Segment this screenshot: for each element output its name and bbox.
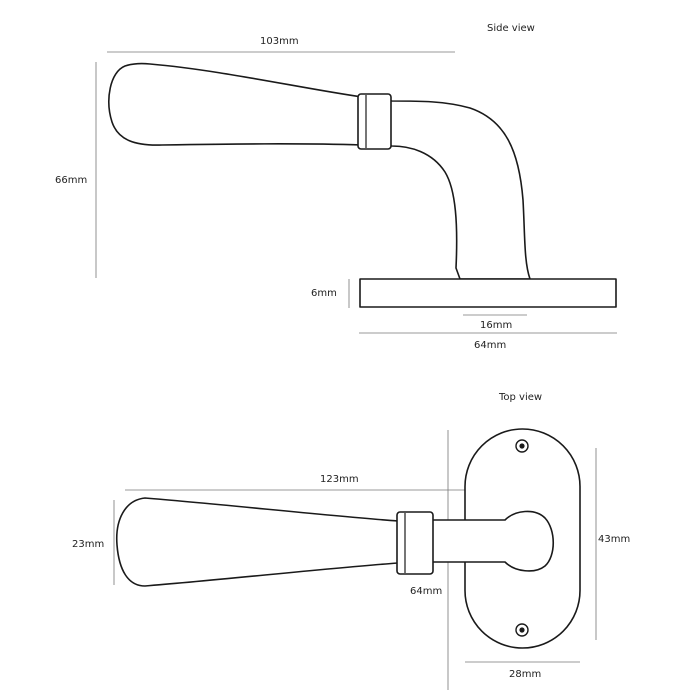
- plate-width-label: 28mm: [509, 669, 541, 680]
- top-lever-handle: [429, 510, 555, 572]
- bottom-screw: [515, 623, 529, 637]
- rose-thickness-label: 6mm: [311, 288, 337, 299]
- top-screw: [515, 439, 529, 453]
- side-collar: [357, 93, 392, 150]
- side-rose-plate: [359, 278, 617, 308]
- lever-width-label: 23mm: [72, 539, 104, 550]
- top-view-title: Top view: [498, 392, 542, 403]
- top-length-label: 123mm: [320, 474, 359, 485]
- side-view: Side view 103mm 66mm 6mm 16mm 64mm: [55, 23, 617, 351]
- plate-height-label: 43mm: [598, 534, 630, 545]
- top-collar: [396, 511, 434, 575]
- top-view: Top view 123mm 23mm 64mm 43mm 28mm: [72, 392, 630, 690]
- side-length-label: 103mm: [260, 36, 299, 47]
- plate-length-label: 64mm: [410, 586, 442, 597]
- side-lever-handle: [108, 62, 531, 280]
- top-lever-arm: [115, 497, 399, 587]
- rose-length-label: 64mm: [474, 340, 506, 351]
- side-view-title: Side view: [487, 23, 535, 34]
- side-height-label: 66mm: [55, 175, 87, 186]
- neck-label: 16mm: [480, 320, 512, 331]
